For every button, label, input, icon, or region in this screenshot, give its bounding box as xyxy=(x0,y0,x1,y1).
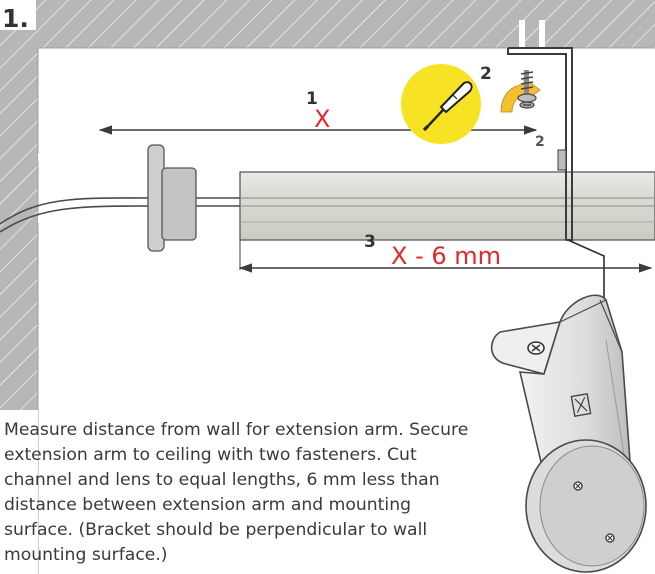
step-number: 1. xyxy=(2,4,29,33)
ceiling-slot-left xyxy=(519,20,525,48)
power-cable xyxy=(0,197,240,225)
ceiling xyxy=(36,0,655,48)
bracket-logo-icon xyxy=(570,392,592,418)
screwdriver-icon xyxy=(422,81,473,132)
distance-label-x-minus: X - 6 mm xyxy=(391,242,501,270)
wall-corner xyxy=(0,0,36,30)
extension-arm xyxy=(507,48,567,240)
screw-icon xyxy=(517,70,537,109)
instruction-caption: Measure distance from wall for extension… xyxy=(4,420,469,565)
callout-1: 1 xyxy=(306,89,318,109)
end-cap-body xyxy=(161,167,197,241)
tool-highlight xyxy=(401,64,481,144)
callout-2: 2 xyxy=(480,64,492,84)
mounting-bracket xyxy=(490,294,647,573)
wall-anchor-top xyxy=(66,154,98,161)
wall-anchor-bottom xyxy=(66,216,98,223)
distance-label-x: X xyxy=(314,105,330,133)
ceiling-slot-right xyxy=(539,20,545,48)
callout-2-small: 2 xyxy=(535,134,545,150)
callout-3: 3 xyxy=(364,232,376,252)
